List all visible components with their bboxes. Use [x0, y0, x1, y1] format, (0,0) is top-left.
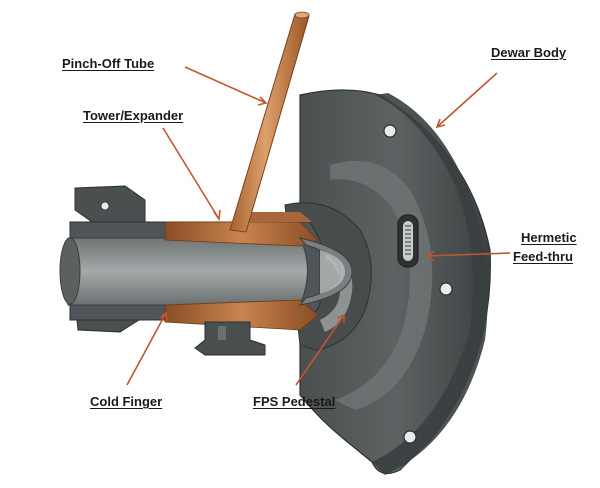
label-pinch-off-tube: Pinch-Off Tube — [62, 56, 155, 71]
fps-pedestal — [298, 237, 353, 306]
label-hermetic-line2: Feed-thru — [513, 249, 573, 264]
label-tower-expander: Tower/Expander — [83, 108, 184, 123]
label-dewar-body: Dewar Body — [491, 45, 567, 60]
leader-fps-pedestal — [295, 314, 345, 386]
bolt-hole-right — [439, 282, 453, 296]
label-cold-finger: Cold Finger — [90, 394, 163, 409]
pinch-off-tube — [229, 11, 310, 233]
tower-expander — [164, 212, 319, 331]
leader-tower-expander-arrowhead — [213, 209, 221, 222]
leader-tower-expander — [162, 127, 220, 220]
bolt-hole-top — [383, 124, 397, 138]
leader-hermetic-feed-thru-arrowhead — [425, 250, 435, 262]
label-hermetic-line1: Hermetic — [521, 230, 577, 245]
leader-cold-finger-arrowhead — [159, 311, 168, 322]
leader-lines — [126, 66, 511, 386]
lower-fitting — [194, 321, 266, 356]
bolt-hole-bottom — [403, 430, 417, 444]
hermetic-feed-thru — [397, 214, 419, 268]
leader-cold-finger — [126, 312, 167, 386]
leader-fps-pedestal-arrowhead — [336, 313, 345, 323]
leader-pinch-off-tube — [184, 66, 267, 104]
label-fps-pedestal: FPS Pedestal — [253, 394, 336, 409]
leader-hermetic-feed-thru — [426, 252, 511, 257]
leader-pinch-off-tube-arrowhead — [257, 96, 268, 106]
leader-dewar-body-arrowhead — [435, 118, 446, 129]
cold-finger-housing — [59, 185, 321, 333]
leader-dewar-body — [436, 72, 498, 128]
